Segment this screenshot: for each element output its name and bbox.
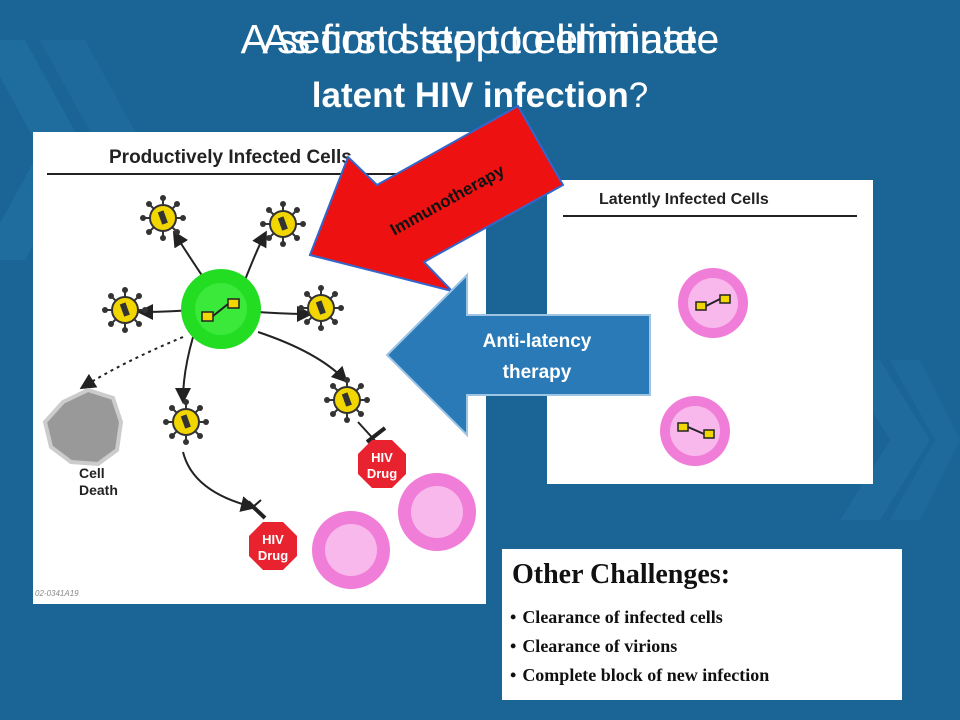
block-line-2 bbox=[246, 500, 267, 520]
challenges-list: Clearance of infected cells Clearance of… bbox=[510, 603, 769, 690]
title-text-b: As first step to eliminate bbox=[262, 16, 698, 62]
dead-cell bbox=[42, 387, 124, 467]
cell-death-label-2: Death bbox=[79, 482, 118, 498]
figure-code: 02-0341A19 bbox=[35, 589, 79, 598]
latent-cells-figure: Latently Infected Cells bbox=[563, 191, 857, 466]
title-emphasis: latent HIV infection bbox=[311, 76, 629, 115]
title-question-mark: ? bbox=[628, 76, 649, 115]
challenges-heading: Other Challenges: bbox=[512, 559, 731, 590]
challenges-box: Other Challenges: Clearance of infected … bbox=[502, 549, 902, 700]
hiv-drug-sign-2 bbox=[249, 522, 297, 570]
challenge-item: Clearance of infected cells bbox=[510, 603, 769, 632]
cell-death-label-1: Cell bbox=[79, 465, 105, 481]
drug-2-text-b: Drug bbox=[258, 548, 288, 563]
latent-cell bbox=[678, 268, 748, 338]
drug-1-text-b: Drug bbox=[367, 466, 397, 481]
slide-title-line-2: latent HIV infection? bbox=[0, 76, 960, 116]
productive-heading: Productively Infected Cells bbox=[109, 147, 352, 168]
title-text-a: A second step to eliminate bbox=[240, 16, 720, 62]
latent-cell bbox=[660, 396, 730, 466]
challenge-item: Complete block of new infection bbox=[510, 661, 769, 690]
hiv-drug-sign-1 bbox=[358, 440, 406, 488]
latent-cells-panel: Latently Infected Cells bbox=[547, 180, 873, 484]
anti-latency-label-1: Anti-latency bbox=[483, 331, 592, 352]
immunotherapy-arrow: Immunotherapy bbox=[308, 104, 565, 293]
latent-heading: Latently Infected Cells bbox=[599, 191, 769, 208]
challenge-item: Clearance of virions bbox=[510, 632, 769, 661]
anti-latency-label-2: therapy bbox=[503, 362, 572, 383]
drug-2-text-a: HIV bbox=[262, 532, 284, 547]
productive-cells-figure: Productively Infected Cells bbox=[35, 147, 476, 598]
drug-1-text-a: HIV bbox=[371, 450, 393, 465]
anti-latency-arrow: Anti-latency therapy bbox=[385, 272, 651, 438]
